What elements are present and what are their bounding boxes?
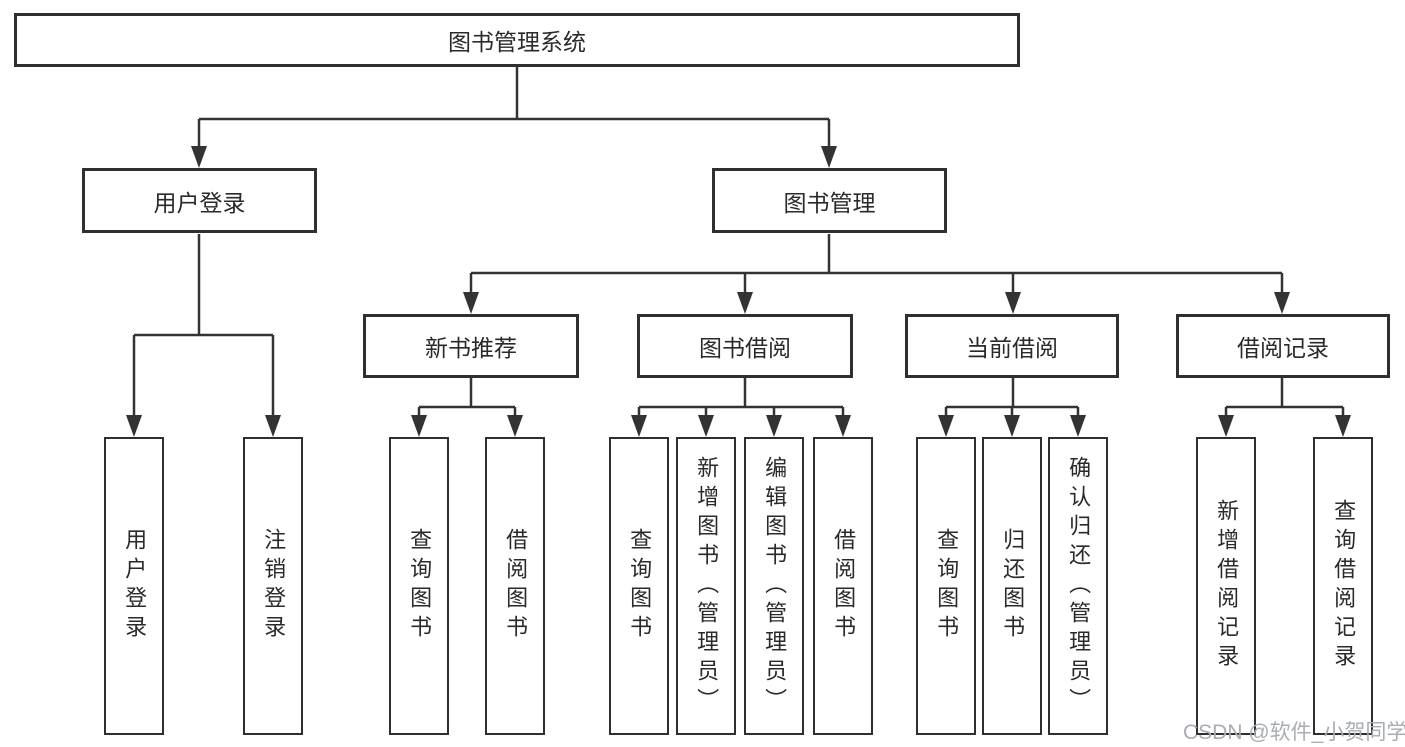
node-new-book-recommend: 新书推荐 — [363, 314, 579, 378]
node-label: 图书借阅 — [699, 335, 791, 361]
arrow-icon — [1005, 292, 1021, 314]
arrow-icon — [1335, 415, 1351, 437]
arrow-icon — [126, 415, 142, 437]
arrow-icon — [411, 415, 427, 437]
arrow-icon — [631, 415, 647, 437]
node-label: 查询图书 — [934, 528, 960, 644]
node-leaf-add-borrow-record: 新增借阅记录 — [1196, 437, 1256, 735]
node-leaf-borrow-book-2: 借阅图书 — [813, 437, 873, 735]
arrow-icon — [1070, 415, 1086, 437]
connector-root-to-level2 — [197, 67, 831, 150]
arrow-icon — [1274, 292, 1290, 314]
node-label: 用户登录 — [153, 189, 246, 216]
node-label: 编辑图书（管理员） — [762, 455, 788, 717]
node-leaf-query-book-1: 查询图书 — [389, 437, 449, 735]
arrow-icon — [507, 415, 523, 437]
node-label: 借阅图书 — [503, 528, 529, 644]
arrow-icon — [191, 146, 207, 168]
node-label: 新增借阅记录 — [1214, 499, 1240, 673]
node-root-system: 图书管理系统 — [14, 13, 1020, 67]
node-label: 图书管理系统 — [448, 29, 586, 55]
node-label: 用户登录 — [122, 528, 148, 644]
node-borrow-records: 借阅记录 — [1176, 314, 1390, 378]
node-label: 查询图书 — [407, 528, 433, 644]
arrow-icon — [766, 415, 782, 437]
node-leaf-query-borrow-record: 查询借阅记录 — [1313, 437, 1373, 735]
arrow-icon — [1218, 415, 1234, 437]
arrow-icon — [463, 292, 479, 314]
node-label: 借阅图书 — [831, 528, 857, 644]
node-label: 归还图书 — [1000, 528, 1026, 644]
connector-new-book-to-leaves — [417, 378, 517, 419]
node-leaf-logout: 注销登录 — [243, 437, 303, 735]
node-leaf-query-book-2: 查询图书 — [609, 437, 669, 735]
node-label: 查询借阅记录 — [1331, 499, 1357, 673]
node-leaf-user-login: 用户登录 — [104, 437, 164, 735]
node-label: 当前借阅 — [966, 335, 1058, 361]
node-current-borrowing: 当前借阅 — [905, 314, 1119, 378]
connector-book-mgmt-to-level3 — [469, 234, 1284, 296]
connector-user-login-to-leaves — [132, 234, 275, 419]
arrow-icon — [265, 415, 281, 437]
node-user-login: 用户登录 — [82, 168, 317, 233]
node-label: 注销登录 — [261, 528, 287, 644]
watermark: CSDN @软件_小贺同学 — [1183, 721, 1405, 744]
node-leaf-confirm-return-admin: 确认归还（管理员） — [1048, 437, 1108, 735]
node-label: 新增图书（管理员） — [694, 455, 720, 717]
node-label: 查询图书 — [627, 528, 653, 644]
connector-current-borrow-to-leaves — [944, 378, 1080, 419]
node-book-management: 图书管理 — [712, 168, 947, 233]
node-leaf-query-book-3: 查询图书 — [916, 437, 976, 735]
arrowheads — [126, 146, 1351, 437]
node-label: 借阅记录 — [1237, 335, 1329, 361]
connector-book-borrow-to-leaves — [637, 378, 845, 419]
node-book-borrowing: 图书借阅 — [637, 314, 853, 378]
arrow-icon — [938, 415, 954, 437]
arrow-icon — [1004, 415, 1020, 437]
arrow-icon — [835, 415, 851, 437]
arrow-icon — [821, 146, 837, 168]
node-leaf-return-book: 归还图书 — [982, 437, 1042, 735]
node-leaf-add-book-admin: 新增图书（管理员） — [676, 437, 736, 735]
node-label: 确认归还（管理员） — [1066, 455, 1092, 717]
arrow-icon — [737, 292, 753, 314]
node-label: 新书推荐 — [425, 335, 517, 361]
node-leaf-borrow-book-1: 借阅图书 — [485, 437, 545, 735]
node-label: 图书管理 — [783, 189, 876, 216]
arrow-icon — [698, 415, 714, 437]
connector-borrow-record-to-leaves — [1224, 378, 1345, 419]
node-leaf-edit-book-admin: 编辑图书（管理员） — [744, 437, 804, 735]
